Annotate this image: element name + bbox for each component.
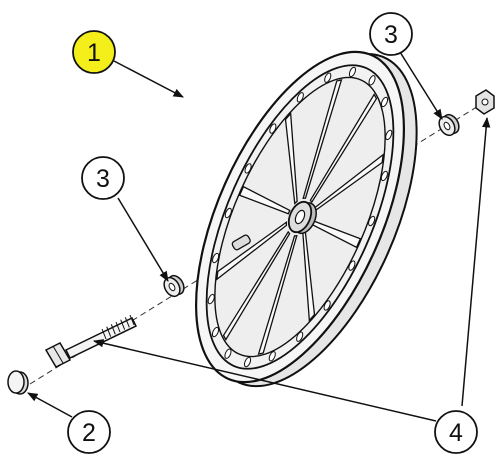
rim-slot <box>244 163 252 174</box>
leader-lines <box>27 51 491 422</box>
rim-slot <box>269 123 277 134</box>
callout-1: 1 <box>72 30 116 74</box>
rim-slot <box>224 207 232 219</box>
wheel-spokes <box>216 79 384 355</box>
leader-1 <box>113 60 184 98</box>
end-cap <box>7 370 29 395</box>
axle-bolt <box>44 314 138 368</box>
rim-slot <box>348 66 357 78</box>
rim-slot <box>296 331 304 342</box>
callout-3-lower: 3 <box>81 156 125 200</box>
leader-3-upper <box>399 51 443 120</box>
wheel-spoke <box>302 79 343 200</box>
callout-3-upper-label: 3 <box>384 21 398 49</box>
wheel <box>195 50 418 388</box>
axle-bolt-threads <box>101 314 135 340</box>
rim-slot <box>243 356 252 368</box>
rim-slot <box>268 351 276 362</box>
rim-slot <box>207 293 215 305</box>
wheel-spoke <box>309 93 378 204</box>
leader-3-lower <box>117 197 169 282</box>
rim-slot <box>368 75 376 86</box>
wheel-spoke <box>284 111 298 205</box>
rim-slot <box>296 92 304 103</box>
axle-bolt-shaft <box>64 317 138 359</box>
wheel-spoke <box>238 185 291 215</box>
rim-slot <box>212 252 220 264</box>
leader-4-to-nut <box>461 116 491 407</box>
lock-nut <box>475 89 495 115</box>
bolt-thread <box>106 326 112 337</box>
wheel-spoke <box>216 220 288 281</box>
rim-slot <box>211 326 220 338</box>
bolt-thread <box>101 328 107 340</box>
rim-slot <box>368 215 376 227</box>
leader-2 <box>27 392 73 418</box>
callout-4-label: 4 <box>449 419 463 447</box>
leader-4-to-bolt <box>92 339 437 422</box>
bolt-thread <box>129 314 135 326</box>
bolt-thread <box>120 319 126 330</box>
wheel-stud <box>231 234 251 251</box>
callout-3-lower-label: 3 <box>96 165 110 193</box>
rim-slot <box>324 72 332 83</box>
rim-slot <box>385 129 393 141</box>
callout-2: 2 <box>67 410 111 454</box>
callout-2-label: 2 <box>82 419 96 447</box>
callout-4: 4 <box>434 410 478 454</box>
bolt-thread <box>110 324 116 335</box>
rim-slot <box>380 96 389 108</box>
bolt-thread <box>124 317 130 328</box>
callout-1-label: 1 <box>87 39 101 67</box>
wheel-spoke <box>222 230 291 341</box>
bolt-thread <box>115 321 121 333</box>
rim-slot <box>348 260 356 271</box>
callout-3-upper: 3 <box>369 12 413 56</box>
wheel-hub-bore <box>294 209 306 225</box>
washer-upper <box>438 113 460 137</box>
rim-slots <box>207 66 393 368</box>
rim-slot <box>323 300 331 311</box>
wheel-spoke <box>257 234 298 355</box>
rim-slot <box>380 170 388 182</box>
rim-slot <box>224 348 232 359</box>
